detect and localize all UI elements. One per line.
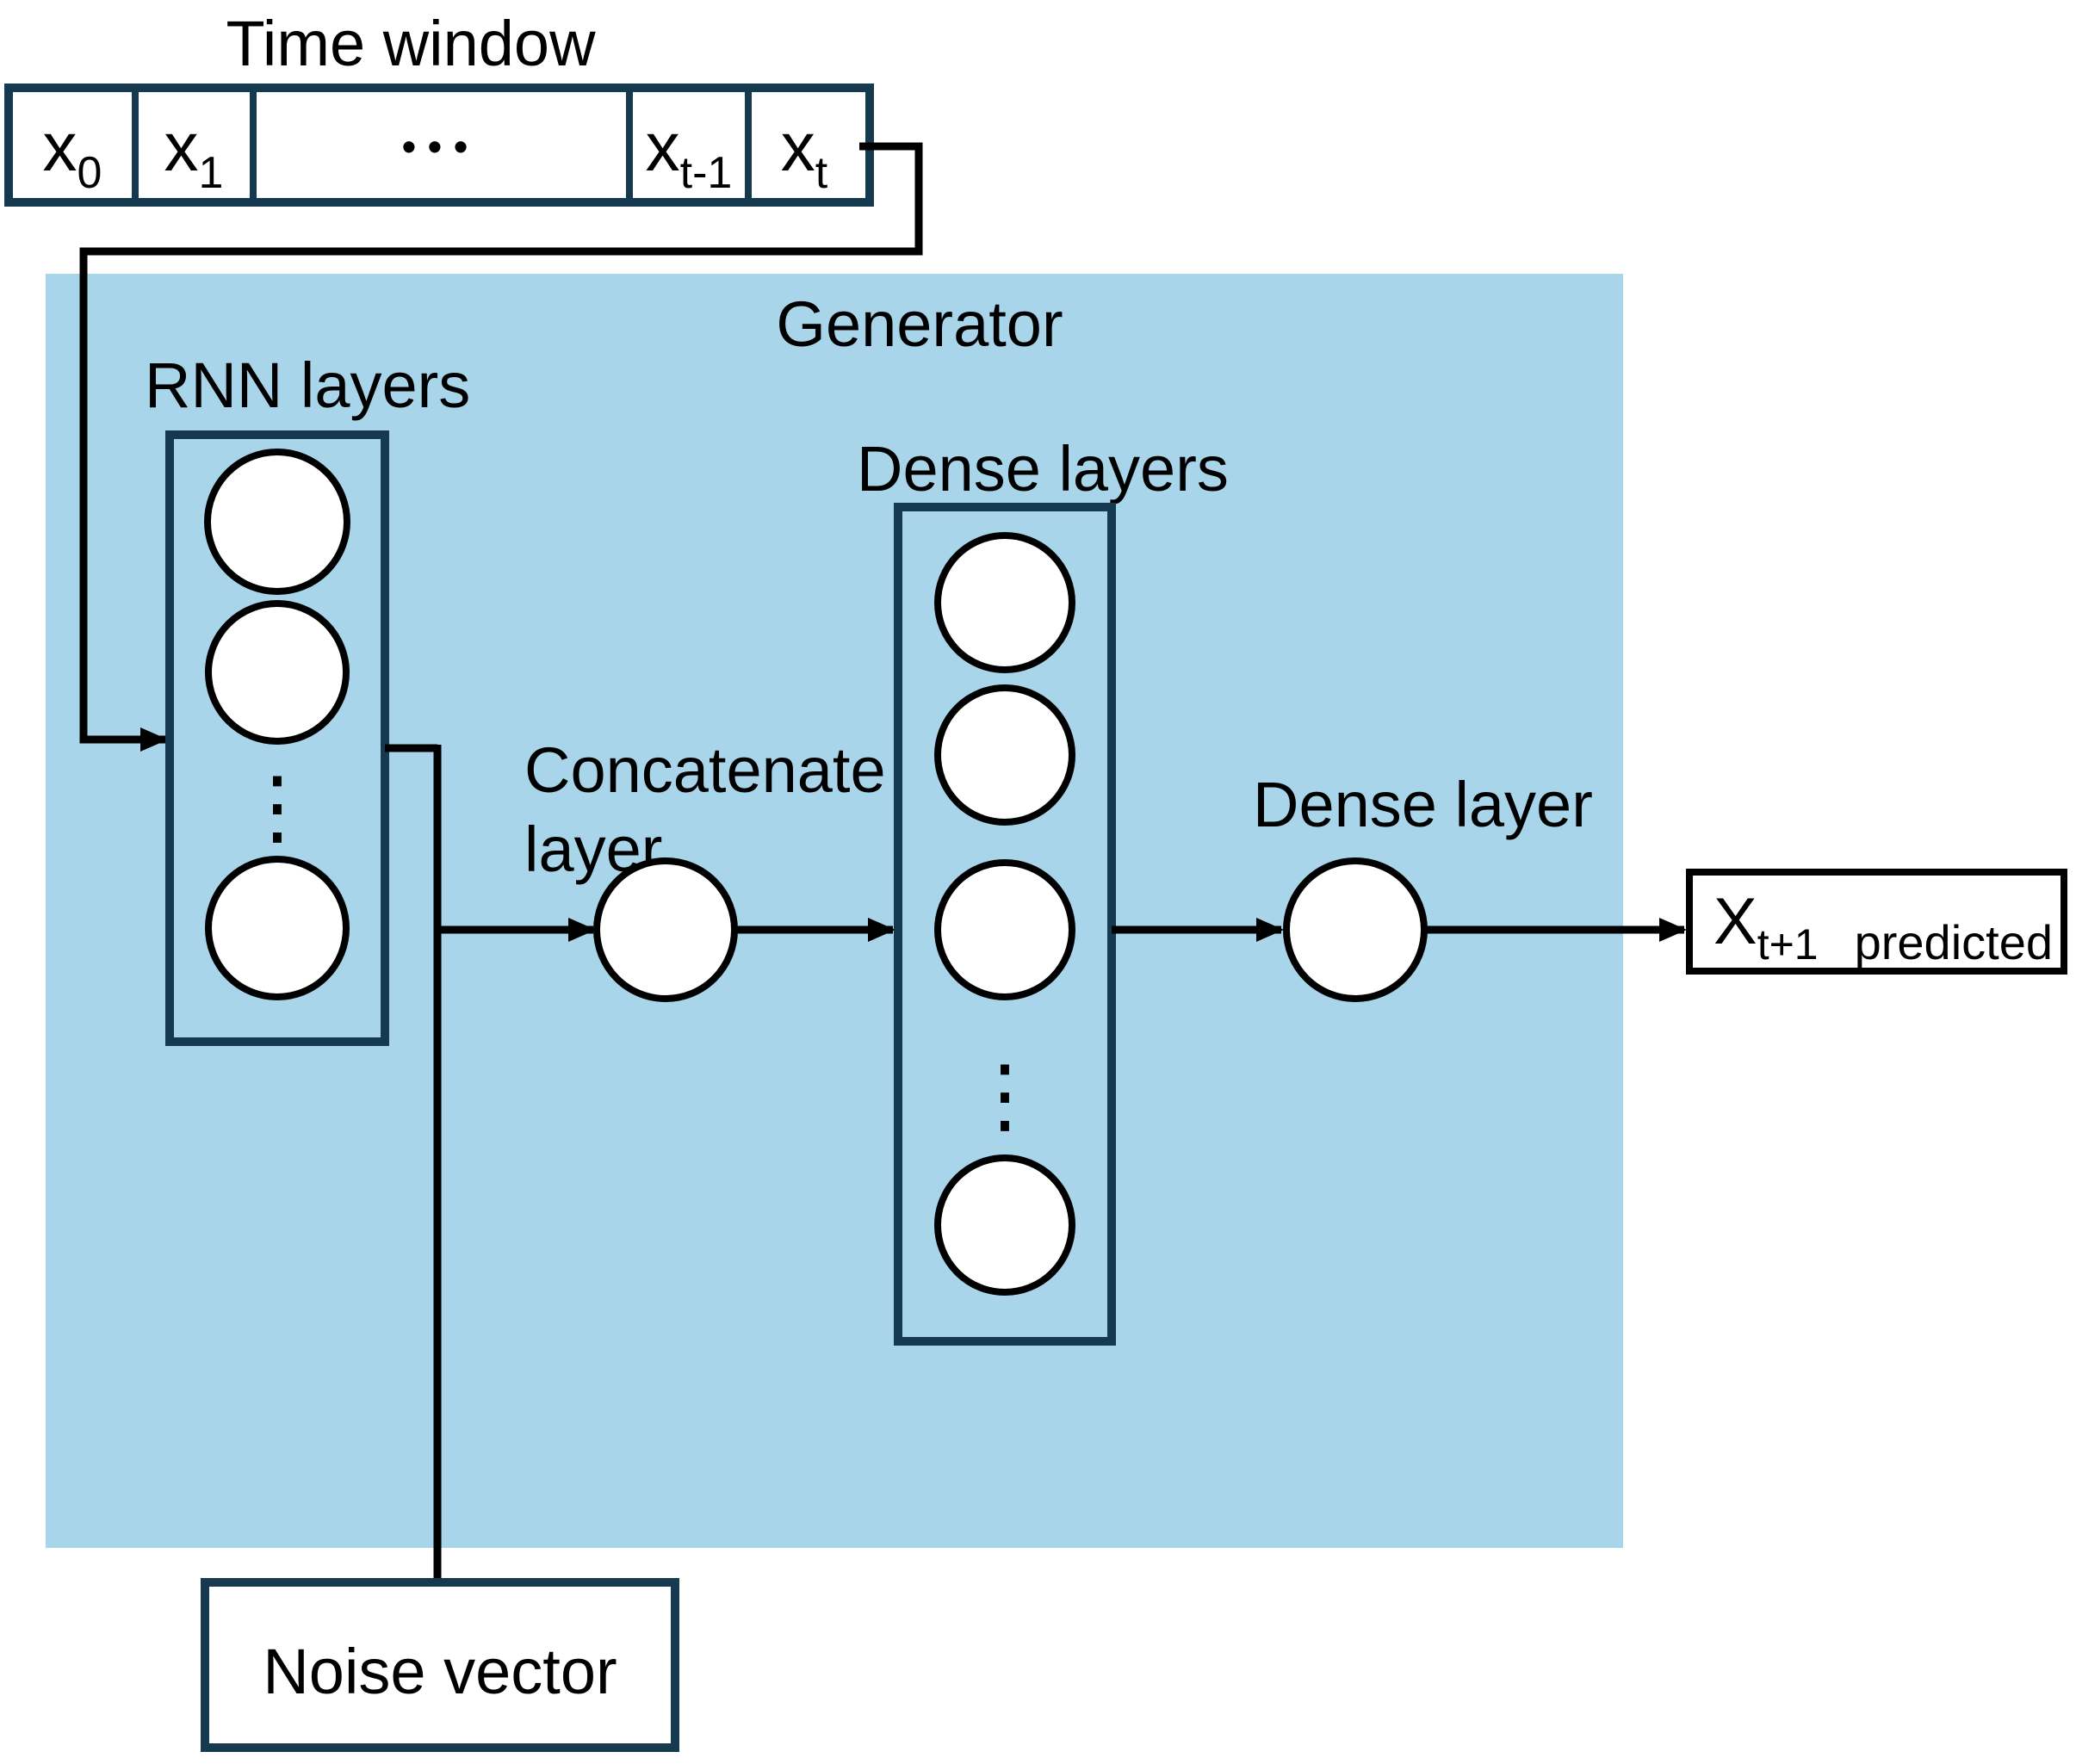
dense-neuron-2 [934, 684, 1075, 826]
rnn-layers-label: RNN layers [145, 350, 470, 421]
noise-vector-label: Noise vector [263, 1636, 617, 1707]
cell-x0: x0 [43, 108, 102, 198]
rnn-neuron-1 [204, 449, 350, 595]
cell-xt: xt [781, 108, 828, 198]
dense-neuron-4 [934, 1154, 1075, 1296]
dense-layers-label: Dense layers [857, 433, 1229, 504]
cell-x1: x1 [164, 108, 224, 198]
generator-label: Generator [776, 288, 1063, 360]
dense-neuron-3 [934, 859, 1075, 1000]
rnn-neuron-3 [205, 856, 350, 1000]
time-window-title: Time window [226, 8, 596, 79]
dense-layer-label: Dense layer [1253, 769, 1593, 840]
concatenate-label-line1: Concatenate [524, 734, 886, 806]
output-box [1686, 869, 2067, 975]
time-window-row [4, 84, 874, 207]
concatenate-neuron [593, 857, 738, 1002]
dense-layer-neuron [1283, 857, 1428, 1002]
rnn-box [165, 430, 389, 1046]
rnn-vertical-ellipsis: ⋮ [236, 758, 319, 855]
arrow-time-window-to-rnn [79, 142, 923, 752]
cell-xt-1: xt-1 [646, 108, 733, 198]
noise-vector-box [201, 1578, 679, 1752]
dense-vertical-ellipsis: ⋮ [964, 1047, 1046, 1143]
rnn-neuron-2 [205, 600, 350, 745]
cell-ellipsis: ••• [402, 124, 480, 169]
dense-layers-box [894, 503, 1116, 1346]
dense-neuron-1 [934, 532, 1075, 673]
